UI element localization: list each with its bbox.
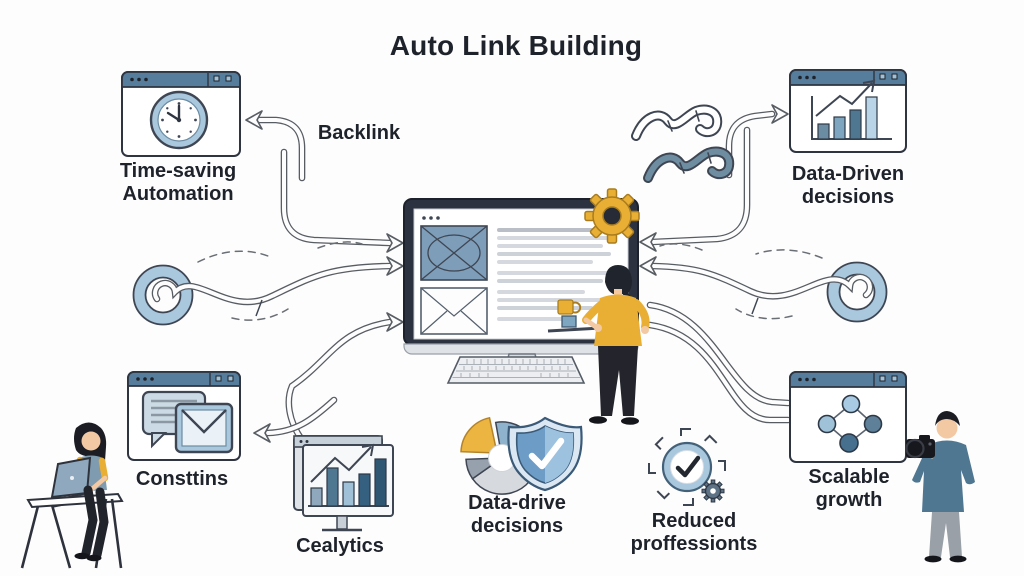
presenter-person xyxy=(547,265,650,425)
arrowhead-into-messaging xyxy=(253,423,271,443)
arrowhead-into-monitor xyxy=(386,233,404,253)
bar-chart-icon xyxy=(811,79,892,140)
camera-icon xyxy=(905,435,935,459)
connector-arrows xyxy=(151,104,874,444)
clock-icon xyxy=(149,90,209,150)
backlink-label: Backlink xyxy=(317,122,401,144)
gear-icon xyxy=(584,188,640,244)
presenter-hair xyxy=(605,265,635,303)
messaging-browser-window xyxy=(127,371,241,461)
target-check-icon xyxy=(648,428,726,506)
arrowhead-into-data-driven xyxy=(771,104,789,124)
mini-gear-icon xyxy=(701,479,725,503)
data-driven-label: Data-Driven decisions xyxy=(791,163,905,209)
left-ring-flow-icon xyxy=(132,264,194,326)
coffee-mug-icon xyxy=(557,299,582,315)
woman-legs xyxy=(81,485,109,560)
man-hair xyxy=(935,411,960,426)
messaging-label: Consttins xyxy=(135,468,229,490)
tray-box xyxy=(561,315,577,328)
man-pants xyxy=(929,512,962,557)
chain-links-icon xyxy=(631,104,735,183)
time-saving-label: Time-saving Automation xyxy=(119,160,237,206)
arrowhead-into-monitor xyxy=(386,312,404,332)
presentation-chart-icon xyxy=(293,435,394,532)
reduced-label: Reduced proffessionts xyxy=(630,510,758,556)
presenter-pants xyxy=(598,346,638,416)
shield-check-icon xyxy=(507,416,583,492)
scalable-label: Scalable growth xyxy=(808,466,890,512)
time-saving-browser-window xyxy=(121,71,241,157)
page-title: Auto Link Building xyxy=(389,30,643,61)
arrowhead-into-time-saving xyxy=(245,110,263,130)
webpage-mail-placeholder xyxy=(420,287,488,335)
network-diagram-icon xyxy=(817,394,883,453)
camera-man xyxy=(905,411,975,563)
webpage-image-placeholder xyxy=(420,225,488,281)
man-shirt xyxy=(912,440,975,512)
woman-at-desk xyxy=(20,422,124,569)
desk xyxy=(26,492,124,509)
arrowhead-into-monitor xyxy=(639,232,657,252)
presenter-shirt xyxy=(594,294,642,346)
scalable-browser-window xyxy=(789,371,907,463)
right-ring-flow-icon xyxy=(826,261,888,323)
keyboard-icon xyxy=(446,356,586,384)
envelope-icon xyxy=(174,402,234,454)
data-drive-label: Data-drive decisions xyxy=(468,492,566,538)
data-driven-browser-window xyxy=(789,69,907,153)
arrowhead-into-monitor xyxy=(639,256,657,276)
analytics-label: Cealytics xyxy=(296,535,384,557)
arrowhead-into-monitor xyxy=(386,256,404,276)
